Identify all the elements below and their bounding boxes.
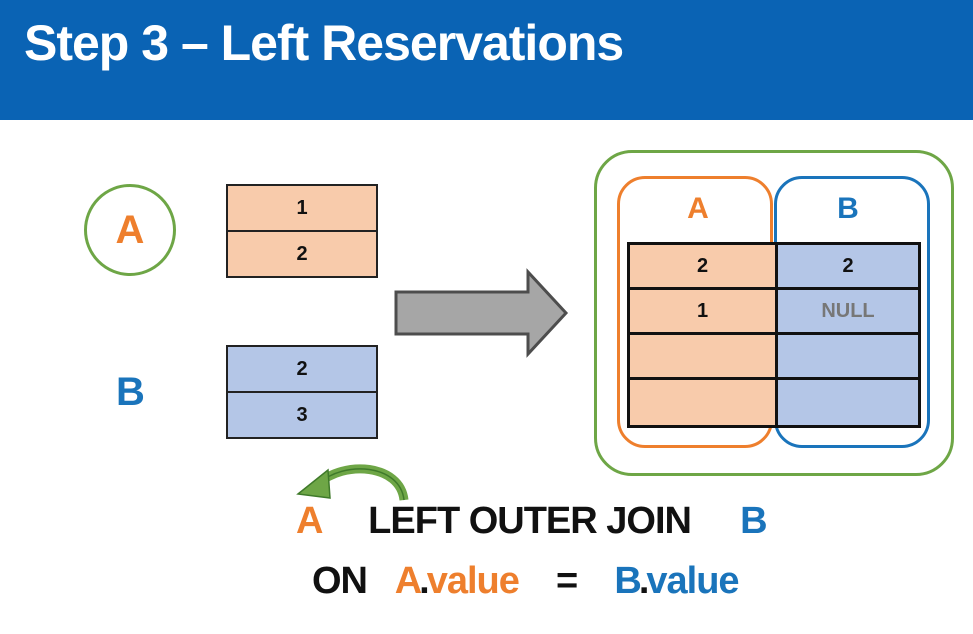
right-arrow-icon [394,268,569,358]
result-cell-b [778,335,918,380]
b-value-dot: . [638,560,650,602]
page-title: Step 3 – Left Reservations [24,15,624,71]
join-result-frame [594,150,954,476]
a-value-column: value [426,560,520,602]
on-clause: ON A.value = B.value [312,560,740,603]
table-a-circle: A [84,184,176,276]
table-a-row: 2 [228,232,376,276]
table-b-row: 3 [228,393,376,437]
result-cell-b: NULL [778,290,918,335]
a-value-table: A [394,560,422,602]
on-keyword: ON [312,560,368,602]
table-a-row: 1 [228,186,376,232]
join-right-table: B [740,500,767,542]
table-a: 1 2 [226,184,378,278]
result-cell-b [778,380,918,425]
result-cell-b: 2 [778,245,918,290]
result-cell-a [630,335,778,380]
join-left-table: A [296,500,322,542]
join-keyword: LEFT OUTER JOIN [368,500,692,542]
table-b: 2 3 [226,345,378,439]
b-value-column: value [646,560,739,602]
result-cell-a: 2 [630,245,778,290]
equals-sign: = [556,560,578,602]
result-cell-a [630,380,778,425]
b-value-table: B [614,560,641,602]
result-table: 2 2 1 NULL [627,242,921,428]
result-column-a-header: A [687,192,709,225]
table-a-label: A [115,207,145,252]
table-b-label: B [116,370,145,414]
result-cell-a: 1 [630,290,778,335]
result-column-b-header: B [837,192,859,225]
title-bar: Step 3 – Left Reservations [0,0,973,120]
table-b-row: 2 [228,347,376,393]
curved-back-arrow-icon [296,464,409,501]
a-value-dot: . [419,560,430,602]
join-statement: A LEFT OUTER JOIN B [296,500,768,543]
